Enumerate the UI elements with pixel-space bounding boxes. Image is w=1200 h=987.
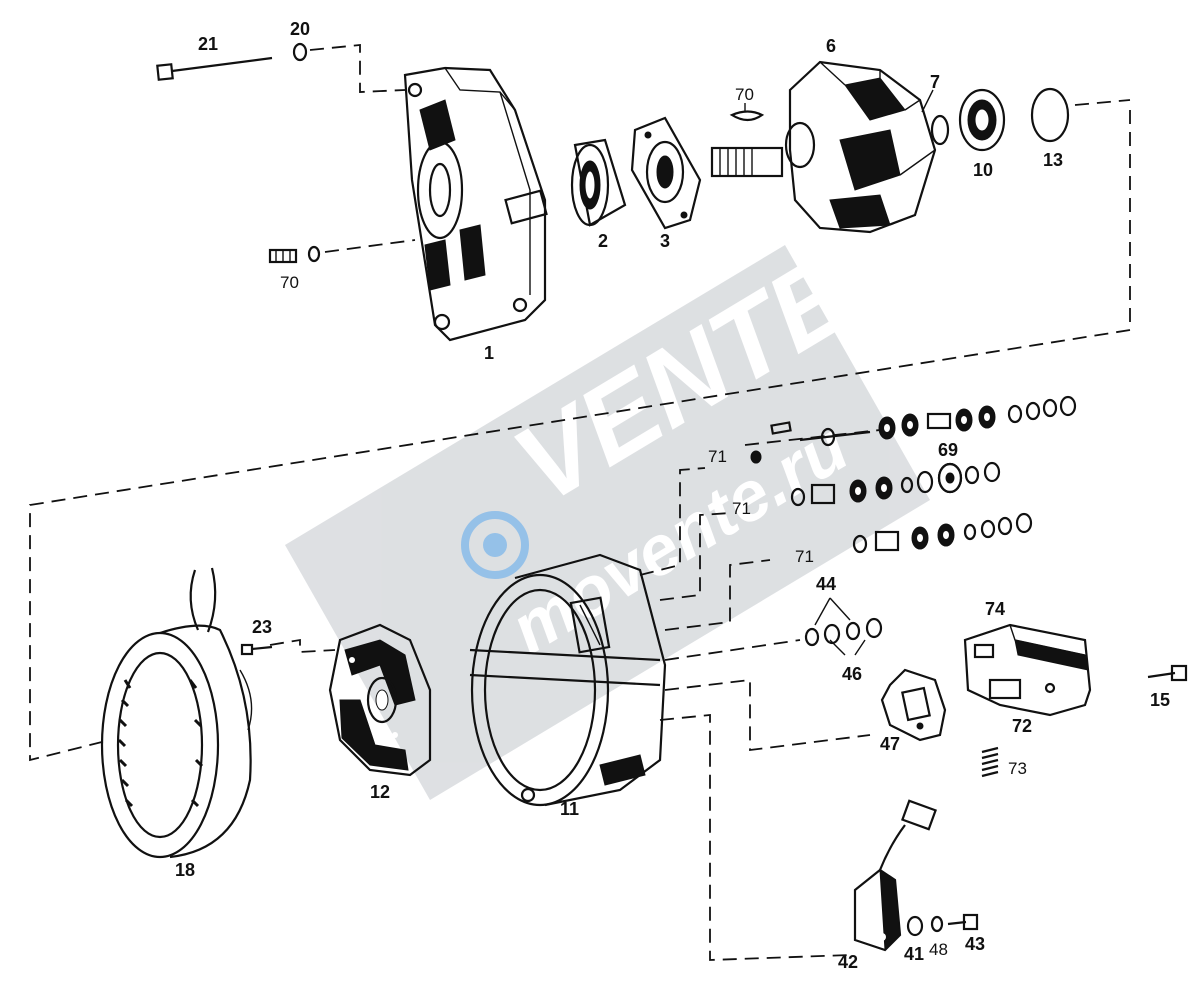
label-42: 42: [838, 952, 858, 972]
part-48-washer: [930, 915, 944, 933]
assembly-lines: [29, 44, 1131, 961]
part-42-plug: [853, 799, 937, 952]
label-71-c: 71: [795, 547, 814, 566]
part-3-bearing-plate: [630, 116, 702, 230]
axis-line-70: [324, 239, 416, 253]
axis-line-top: [1074, 99, 1131, 106]
axis-line-71a: [639, 467, 706, 576]
label-70-top: 70: [735, 85, 754, 104]
part-21-bolt: [156, 56, 273, 81]
label-71-a: 71: [708, 447, 727, 466]
main-axis-line: [29, 110, 1131, 762]
label-70-left: 70: [280, 273, 299, 292]
part-43-screw: [947, 913, 979, 931]
part-70-screw: [268, 245, 321, 264]
axis-line-71c: [664, 559, 771, 631]
label-12: 12: [370, 782, 390, 802]
label-15: 15: [1150, 690, 1170, 710]
label-47: 47: [880, 734, 900, 754]
label-3: 3: [660, 231, 670, 251]
label-46: 46: [842, 664, 862, 684]
part-20-washer: [292, 42, 308, 62]
part-13-ring: [1030, 87, 1070, 143]
part-10-bearing: [958, 88, 1006, 152]
label-43: 43: [965, 934, 985, 954]
label-44: 44: [816, 574, 836, 594]
axis-line-44: [664, 639, 801, 661]
watermark-logo-ring: [461, 511, 529, 579]
label-69: 69: [938, 440, 958, 460]
label-74: 74: [985, 599, 1005, 619]
label-7: 7: [930, 72, 940, 92]
label-48: 48: [929, 940, 948, 959]
label-73: 73: [1008, 759, 1027, 778]
watermark-band: [285, 245, 930, 800]
watermark-logo-dot: [483, 533, 507, 557]
label-1: 1: [484, 343, 494, 363]
part-73-spring: [981, 746, 999, 778]
part-2-bearing: [570, 138, 627, 227]
part-18-stator: [100, 567, 253, 859]
axis-line-47: [664, 678, 871, 752]
label-23: 23: [252, 617, 272, 637]
axis-line-screw: [309, 44, 406, 93]
label-21: 21: [198, 34, 218, 54]
label-6: 6: [826, 36, 836, 56]
part-15-screw: [1147, 664, 1188, 682]
part-labels: 21 20 70 1 2 3 70 6 7 10 13 69 71 71 71 …: [175, 19, 1170, 972]
axis-line-23: [269, 638, 336, 653]
label-2: 2: [598, 231, 608, 251]
part-6-rotor: [710, 60, 950, 234]
part-41-washer: [906, 915, 924, 937]
watermark: VENTE movente.ru: [285, 231, 930, 800]
part-70-key: [729, 110, 765, 122]
part-47-brush-plate: [880, 668, 947, 742]
label-10: 10: [973, 160, 993, 180]
label-41: 41: [904, 944, 924, 964]
label-20: 20: [290, 19, 310, 39]
part-23-screw: [240, 643, 273, 656]
part-69-washer: [937, 462, 963, 494]
axis-line-71b: [659, 512, 731, 601]
axis-line-42: [659, 714, 851, 961]
label-leaders: [744, 89, 934, 113]
part-11-housing: [469, 553, 667, 807]
label-13: 13: [1043, 150, 1063, 170]
part-44-46-hardware: [804, 597, 883, 656]
part-72-regulator: [963, 623, 1092, 717]
label-18: 18: [175, 860, 195, 880]
rectifier-hardware: [750, 395, 1077, 554]
part-12-rectifier: [328, 623, 432, 777]
label-72: 72: [1012, 716, 1032, 736]
label-71-b: 71: [732, 499, 751, 518]
part-1-end-shield: [403, 66, 548, 342]
label-11: 11: [560, 799, 579, 819]
